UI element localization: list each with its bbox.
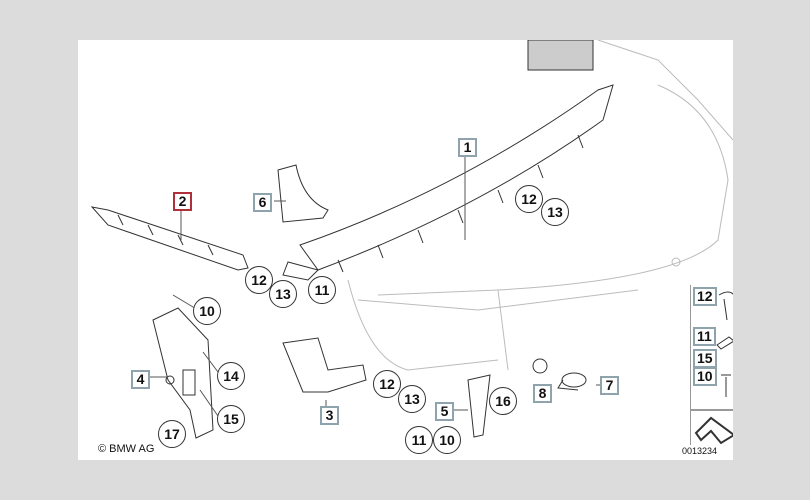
diagram-drawing (90, 40, 733, 439)
legend-12[interactable]: 12 (693, 287, 717, 306)
part-8-ring (532, 358, 548, 374)
callout-12-upper[interactable]: 12 (515, 185, 543, 213)
part-label-1[interactable]: 1 (458, 138, 477, 157)
fastener-legend: 12 11 15 10 (690, 285, 733, 445)
part-label-5[interactable]: 5 (435, 402, 454, 421)
callout-12[interactable]: 12 (245, 266, 273, 294)
callout-15[interactable]: 15 (217, 405, 245, 433)
part-label-8[interactable]: 8 (533, 384, 552, 403)
callout-10[interactable]: 10 (193, 297, 221, 325)
callout-13[interactable]: 13 (269, 280, 297, 308)
part-1-bumper-carrier (282, 84, 614, 281)
callout-11-lower[interactable]: 11 (405, 426, 433, 454)
callout-16[interactable]: 16 (489, 387, 517, 415)
screw-icon (721, 374, 731, 397)
legend-10[interactable]: 10 (693, 367, 717, 386)
part-label-4[interactable]: 4 (131, 370, 150, 389)
callout-11[interactable]: 11 (308, 276, 336, 304)
part-6-cover (277, 164, 329, 223)
part-label-7[interactable]: 7 (600, 376, 619, 395)
part-label-3[interactable]: 3 (320, 406, 339, 425)
part-4-bracket (152, 307, 214, 439)
legend-11[interactable]: 11 (693, 327, 716, 346)
part-5-strip (467, 374, 491, 438)
diagram-reference: 0013234 (682, 446, 718, 456)
callout-13-lower[interactable]: 13 (398, 385, 426, 413)
arrow-icon (694, 416, 733, 445)
part-label-2[interactable]: 2 (173, 192, 192, 211)
parts-diagram: 1 2 3 4 5 6 7 8 12 13 11 12 13 10 14 15 … (78, 40, 733, 460)
callout-10-lower[interactable]: 10 (433, 426, 461, 454)
part-2-side-guide (90, 206, 249, 271)
callout-12-lower[interactable]: 12 (373, 370, 401, 398)
copyright: © BMW AG (98, 443, 155, 455)
part-label-6[interactable]: 6 (253, 193, 272, 212)
part-3-bracket (282, 337, 367, 393)
grille-fragment (527, 40, 594, 71)
clip-icon (718, 291, 733, 321)
legend-drawings (691, 291, 733, 445)
callout-13-upper[interactable]: 13 (541, 198, 569, 226)
part-7-sensor (557, 372, 587, 391)
car-body-outline (347, 40, 733, 371)
callout-14[interactable]: 14 (217, 362, 245, 390)
nut-icon (716, 336, 733, 350)
callout-17[interactable]: 17 (158, 420, 186, 448)
